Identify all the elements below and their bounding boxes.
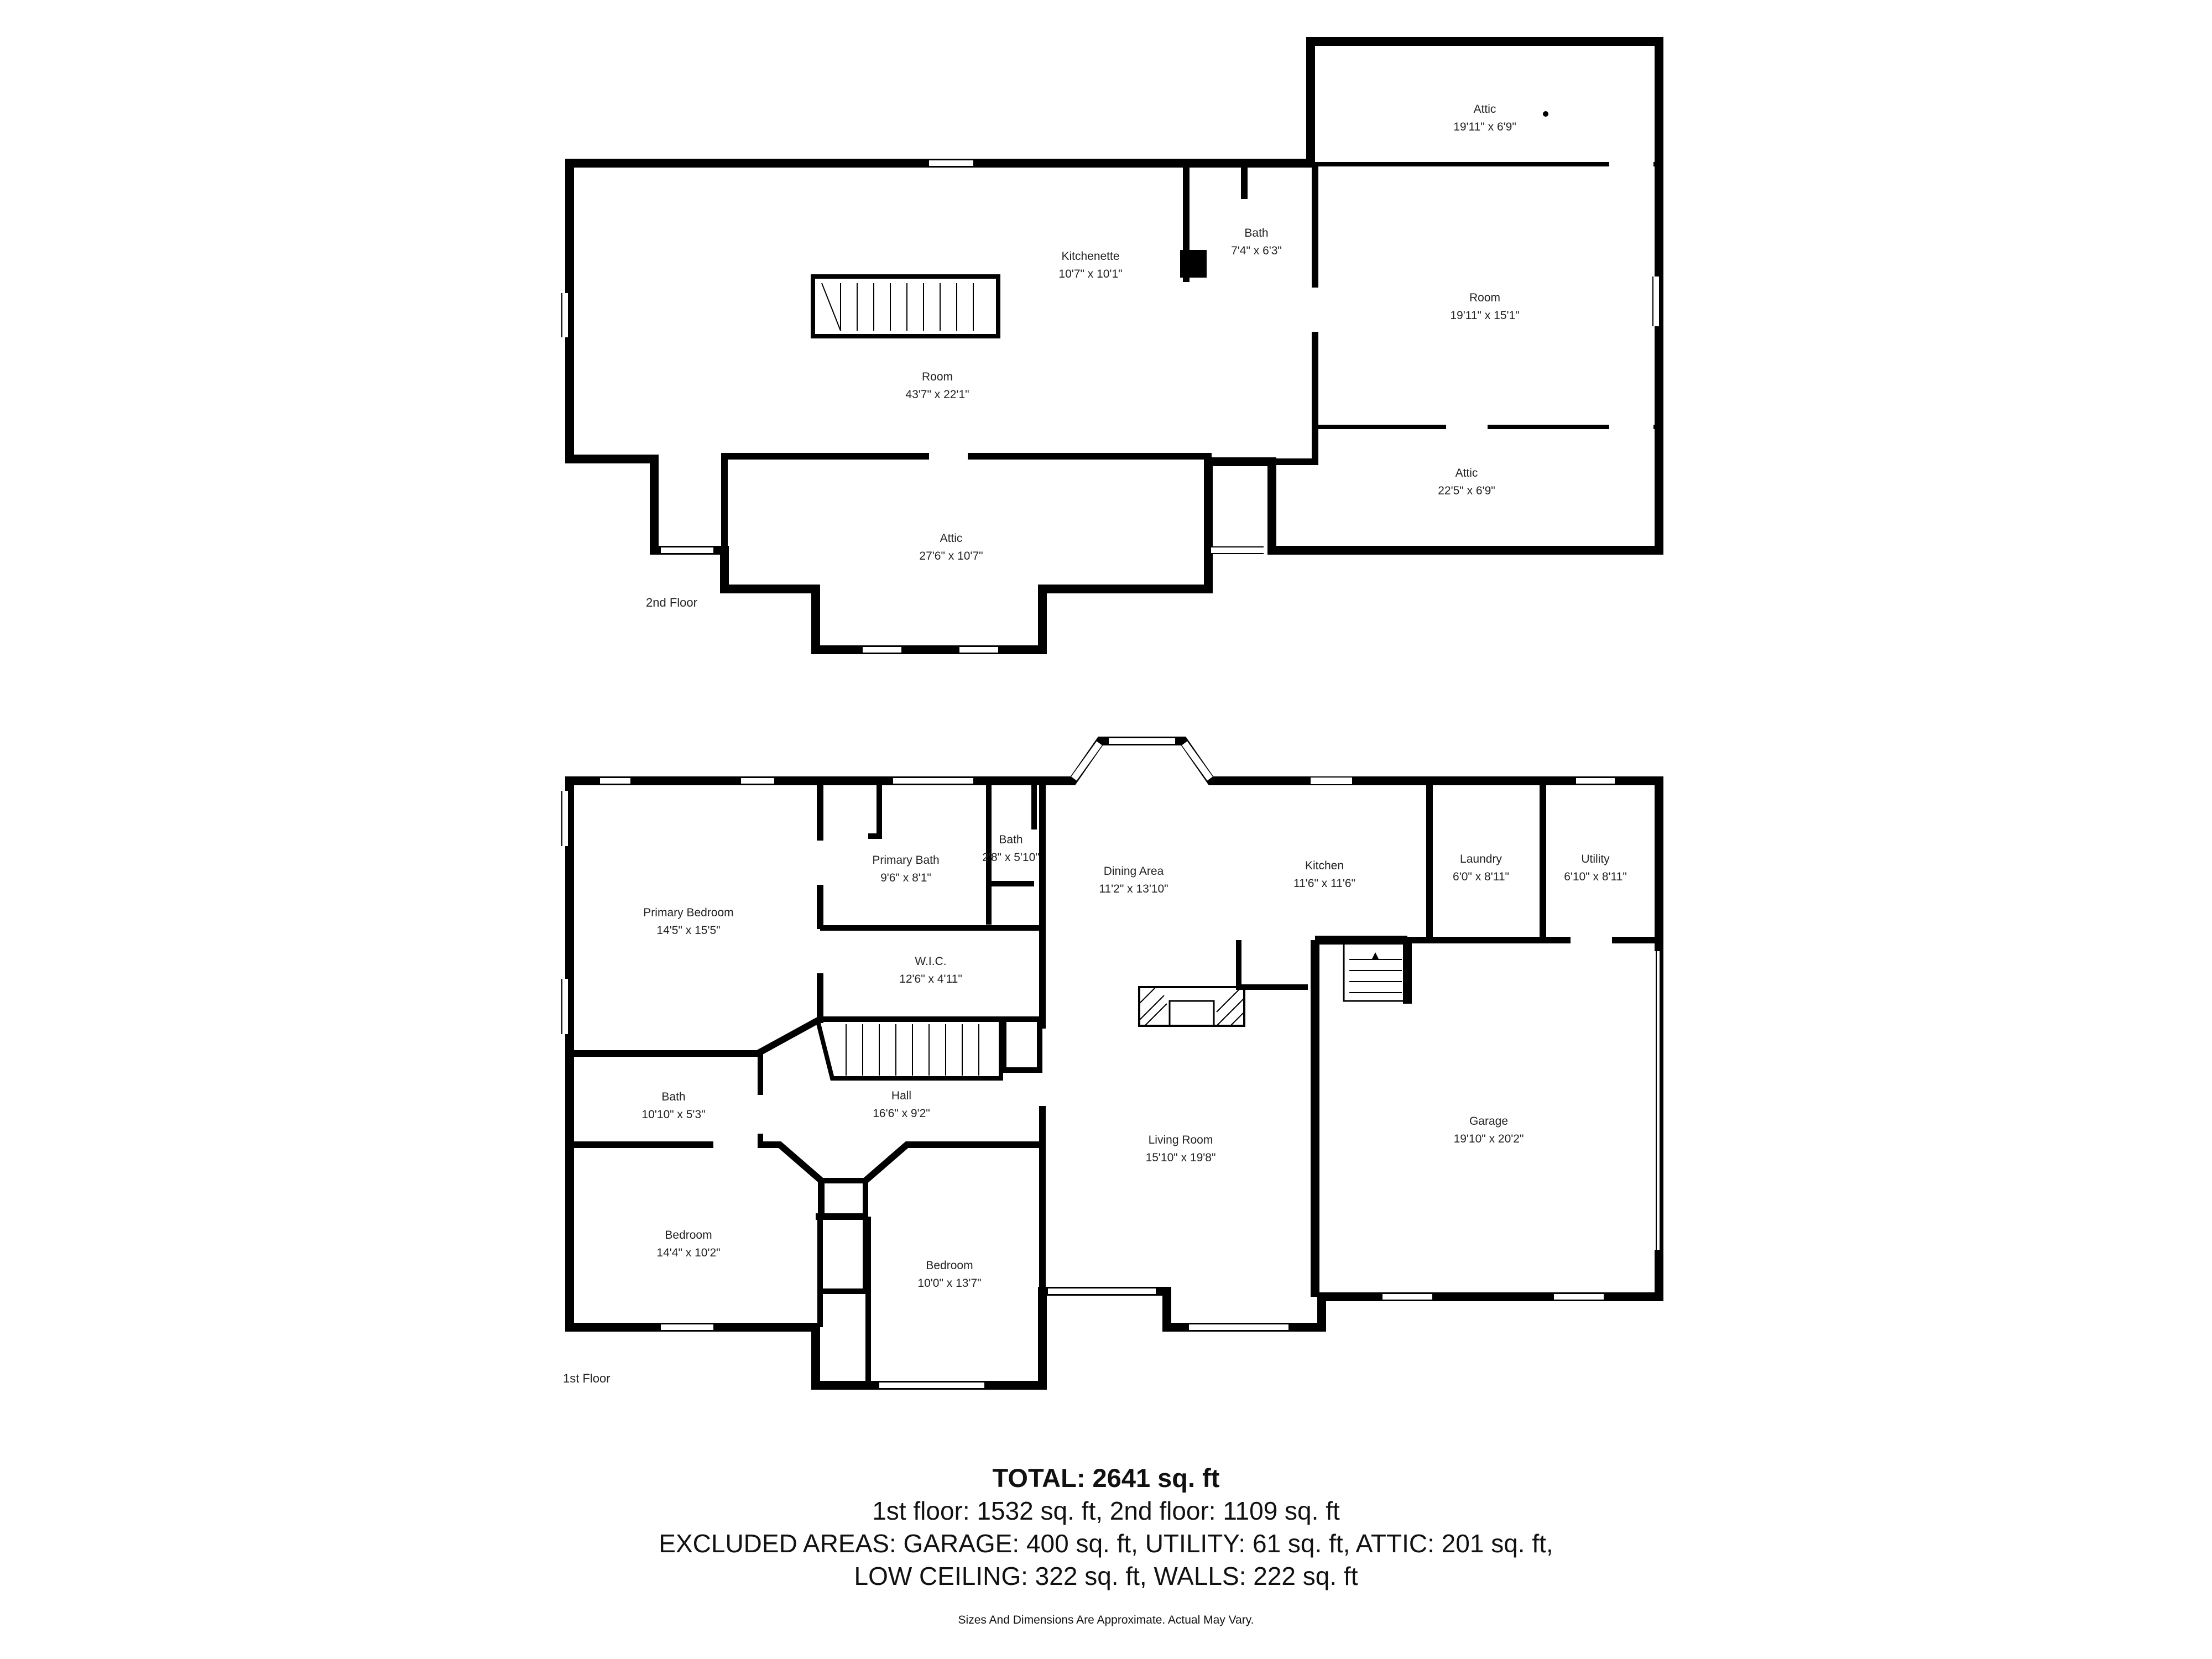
stair-treads-lower: [846, 1024, 979, 1076]
room-name: Attic: [1474, 103, 1496, 116]
fireplace-hearth: [1168, 1000, 1215, 1027]
stair-closet: [1001, 1016, 1042, 1073]
room-name: Laundry: [1460, 853, 1502, 865]
room-name: Kitchenette: [1061, 250, 1119, 263]
first-floor-windows: [562, 738, 1660, 1389]
stair-treads: [821, 283, 974, 331]
room-name: Primary Bedroom: [643, 906, 733, 919]
primary-bath-inner: [868, 781, 1037, 925]
attic-marker-dot: [1543, 111, 1548, 117]
room-name: Bath: [999, 833, 1022, 846]
room-dimensions: 10'0" x 13'7": [917, 1277, 981, 1290]
first-floor-labels: Primary Bath 9'6" x 8'1" Bath 2'8" x 5'1…: [641, 833, 1626, 1290]
stairs-up-arrow: [1371, 952, 1379, 960]
room-dimensions: 19'11" x 15'1": [1450, 309, 1519, 322]
first-floor-window-frames: [561, 737, 1657, 1389]
room-name: Living Room: [1149, 1134, 1213, 1146]
room-name: Hall: [891, 1089, 911, 1102]
room-name: Garage: [1469, 1115, 1508, 1128]
room-name: Kitchen: [1305, 859, 1344, 872]
attic-middle-wall: [721, 453, 1212, 550]
room-dimensions: 27'6" x 10'7": [919, 550, 983, 562]
room-name: Room: [922, 371, 953, 383]
room-dimensions: 14'5" x 15'5": [656, 924, 720, 937]
room-dimensions: 19'10" x 20'2": [1454, 1133, 1524, 1145]
room-name: Bath: [1244, 227, 1268, 239]
room-name: Bedroom: [665, 1229, 712, 1241]
room-dimensions: 10'10" x 5'3": [641, 1108, 705, 1121]
second-floor-window-frames: [561, 159, 1660, 654]
chimney-block: [1180, 250, 1207, 278]
garage-stairs: [1343, 942, 1408, 1002]
room-dimensions: 19'11" x 6'9": [1453, 121, 1516, 133]
kitchen-partition: [1236, 940, 1308, 990]
room-dimensions: 14'4" x 10'2": [656, 1246, 720, 1259]
excluded-areas-continued: LOW CEILING: 322 sq. ft, WALLS: 222 sq. …: [854, 1562, 1358, 1590]
wic-top-wall: [820, 881, 1042, 931]
room-name: Attic: [940, 532, 963, 545]
second-floor-labels: Attic 19'11" x 6'9" Kitchenette 10'7" x …: [905, 103, 1519, 562]
room-name: Bath: [661, 1091, 685, 1103]
first-floor-plan: [561, 737, 1663, 1390]
disclaimer: Sizes And Dimensions Are Approximate. Ac…: [958, 1614, 1254, 1626]
room-dimensions: 22'5" x 6'9": [1438, 484, 1495, 497]
first-floor-label: 1st Floor: [563, 1371, 611, 1385]
room-dimensions: 11'2" x 13'10": [1099, 883, 1168, 895]
room-dimensions: 15'10" x 19'8": [1146, 1151, 1216, 1164]
room-dimensions: 2'8" x 5'10": [982, 851, 1040, 864]
room-name: Room: [1469, 291, 1500, 304]
room-name: Bedroom: [926, 1259, 973, 1272]
laundry-utility-walls: [1407, 781, 1659, 943]
room-name: Attic: [1455, 467, 1478, 479]
fireplace: [1138, 986, 1245, 1027]
closet-walls: [817, 1178, 871, 1385]
second-floor-plan: [561, 37, 1663, 654]
room-dimensions: 43'7" x 22'1": [905, 388, 969, 401]
garage-left-wall: [1311, 936, 1412, 1297]
second-floor-windows: [562, 160, 1660, 653]
room-dimensions: 6'0" x 8'11": [1453, 870, 1509, 883]
room-name: Utility: [1581, 853, 1610, 865]
room-dimensions: 16'6" x 9'2": [873, 1107, 930, 1120]
hall-bath-bottom-wall: [570, 1141, 1042, 1220]
hall-bath-top-wall: [570, 1016, 822, 1057]
room-dimensions: 9'6" x 8'1": [880, 872, 931, 884]
attic-lower-left-wall: [1272, 427, 1318, 465]
fireplace-hatch: [1139, 987, 1245, 1026]
room-dimensions: 10'7" x 10'1": [1058, 268, 1122, 280]
room-name: Primary Bath: [872, 854, 939, 867]
excluded-areas: EXCLUDED AREAS: GARAGE: 400 sq. ft, UTIL…: [659, 1529, 1553, 1558]
room-dimensions: 11'6" x 11'6": [1293, 877, 1355, 890]
second-floor-label: 2nd Floor: [646, 596, 697, 609]
room-dimensions: 12'6" x 4'11": [899, 973, 962, 985]
floor-areas: 1st floor: 1532 sq. ft, 2nd floor: 1109 …: [872, 1496, 1340, 1525]
second-floor-outer-wall: [565, 37, 1663, 654]
total-area: TOTAL: 2641 sq. ft: [992, 1463, 1220, 1493]
room-name: Dining Area: [1104, 865, 1164, 878]
stairs-lower-outline: [815, 1019, 1003, 1081]
garage-stair-treads: [1349, 959, 1402, 993]
room-name: W.I.C.: [915, 955, 946, 968]
stairs-upper: [811, 274, 1000, 338]
room-dimensions: 7'4" x 6'3": [1231, 244, 1282, 257]
room-dimensions: 6'10" x 8'11": [1564, 870, 1627, 883]
